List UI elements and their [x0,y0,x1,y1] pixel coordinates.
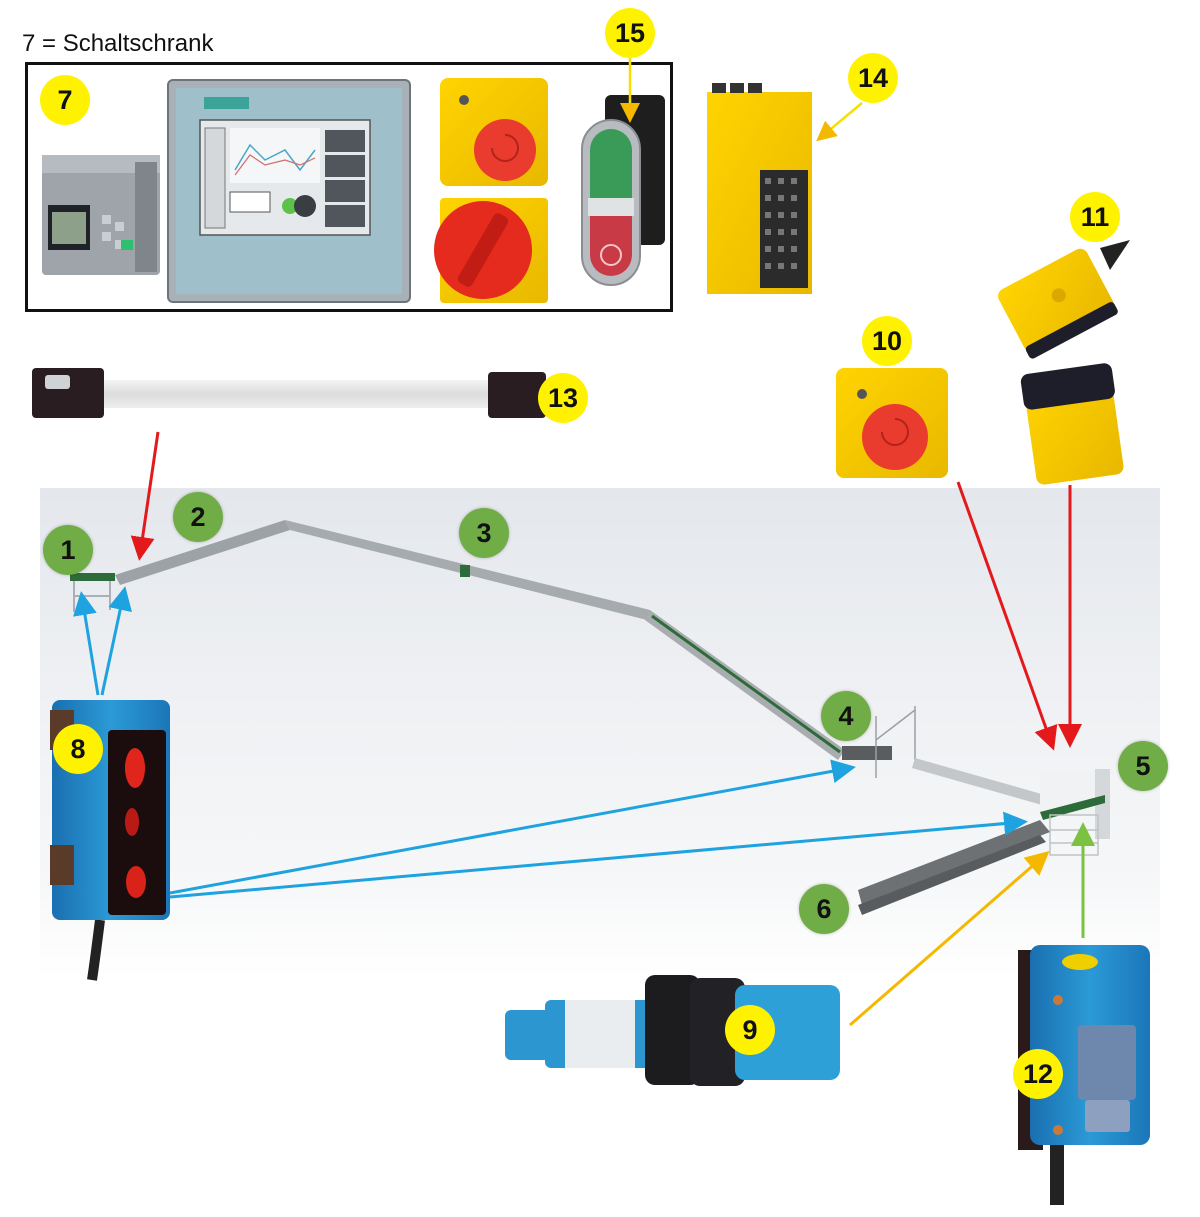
tube-light [32,368,546,418]
badge-10: 10 [862,316,912,366]
badge-11: 11 [1070,192,1120,242]
station-badge-3: 3 [459,508,509,558]
station-badge-2: 2 [173,492,223,542]
cabinet-emergency-stop [440,78,548,186]
badge-14: 14 [848,53,898,103]
diagram-caption: 7 = Schaltschrank [22,30,214,57]
emergency-stop-device [836,368,948,478]
station-badge-1: 1 [43,525,93,575]
badge-13: 13 [538,373,588,423]
arrow-sensor8-to-station5 [169,811,1028,899]
arrow-sensor8-to-station4 [169,759,856,895]
conveyor-scene-background [40,488,1160,978]
arrow-sensor9-to-station5 [849,851,1050,1027]
badge-15: 15 [605,8,655,58]
conveyor-line [70,520,1110,915]
arrow-sensor8-to-station1 [73,591,100,696]
cylindrical-sensor-9 [505,975,840,1086]
badge-9: 9 [725,1005,775,1055]
badge-8: 8 [53,724,103,774]
station-badge-4: 4 [821,691,871,741]
arrow-tube-light-to-station [130,431,160,561]
leader-line-14 [816,102,863,142]
double-pushbutton [581,95,665,286]
station-badge-6: 6 [799,884,849,934]
safety-door-switch [998,240,1130,485]
arrow-estop-to-station5 [956,481,1058,751]
badge-12: 12 [1013,1049,1063,1099]
photoelectric-sensor-12 [1018,945,1150,1205]
main-switch [434,198,548,303]
badge-7: 7 [40,75,90,125]
hmi-panel [167,79,411,303]
plc-module [42,155,160,275]
arrow-sensor8-to-station2 [100,586,132,696]
station-badge-5: 5 [1118,741,1168,791]
safety-controller [707,83,812,294]
